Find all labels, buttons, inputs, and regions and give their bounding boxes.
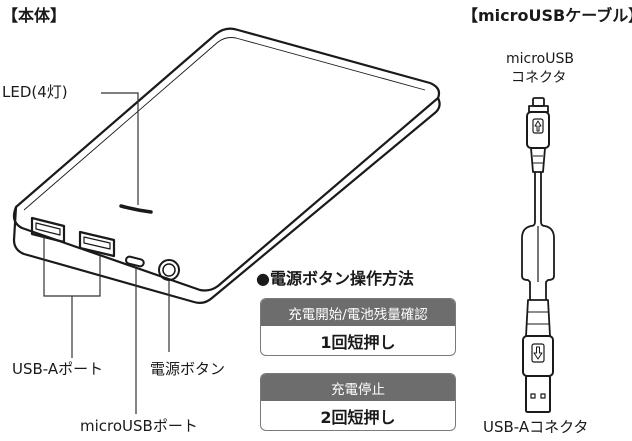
operation-box-1: 充電開始/電池残量確認 1回短押し xyxy=(260,298,456,356)
usb-a-connector-drawing xyxy=(522,335,554,377)
power-bank-drawing xyxy=(12,27,441,304)
led-slot xyxy=(119,204,153,214)
operation-action-1: 充電開始/電池残量確認 xyxy=(261,299,455,326)
usb-a-port-label: USB-Aポート xyxy=(12,360,104,378)
power-bank-bevel xyxy=(23,37,426,211)
usb-a-port-2 xyxy=(78,230,116,258)
leader-lines xyxy=(43,92,170,414)
operation-box-2: 充電停止 2回短押し xyxy=(260,373,456,431)
cable-line xyxy=(521,172,536,300)
main-unit-header: 【本体】 xyxy=(2,6,67,25)
operation-method-1: 1回短押し xyxy=(320,332,396,352)
power-button-drawing xyxy=(158,259,180,281)
cable-header: 【microUSBケーブル】 xyxy=(462,6,632,25)
down-arrow-icon xyxy=(533,346,543,360)
operation-action-2: 充電停止 xyxy=(261,374,455,401)
micro-usb-tip xyxy=(532,97,545,107)
micro-usb-port xyxy=(125,255,145,268)
power-bank-top-face xyxy=(12,27,441,292)
led-label: LED(4灯) xyxy=(2,83,68,101)
micro-usb-port-label: microUSBポート xyxy=(80,417,198,435)
usb-a-port-1 xyxy=(30,216,66,244)
micro-usb-connector-label-line1: microUSB xyxy=(506,51,574,67)
cable-drawing xyxy=(521,97,555,413)
led-leader xyxy=(101,92,139,205)
operation-title: ●電源ボタン操作方法 xyxy=(256,269,414,288)
micro-usb-connector-drawing xyxy=(526,111,550,149)
operation-method-2: 2回短押し xyxy=(320,407,396,427)
usb-a-connector-label: USB-Aコネクタ xyxy=(483,418,589,436)
power-button-label: 電源ボタン xyxy=(150,360,226,378)
power-bank-front-face xyxy=(12,97,441,304)
up-arrow-icon xyxy=(534,120,542,132)
micro-usb-connector-label-line2: コネクタ xyxy=(511,70,567,86)
usb-a-plug xyxy=(525,375,551,413)
